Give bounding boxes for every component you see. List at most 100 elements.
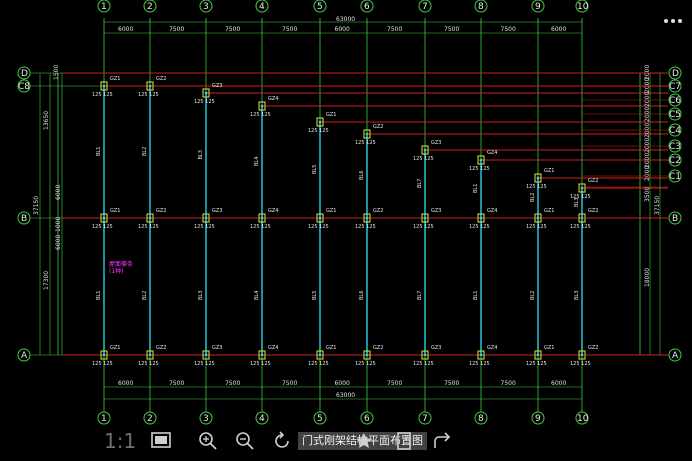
dim-right-8: 3500 [644,187,651,202]
column-dot-6-2 [365,353,369,357]
dim-right-10: 37150 [654,196,661,215]
axis-bubble-right-C1 [668,169,682,183]
dim-bottom-total: 63000 [336,392,355,399]
note-line-2: (1种) [109,267,124,275]
column-dot-3-0 [204,91,208,95]
column-tag-2-2: GZ2 [156,345,166,351]
column-tag-1-1: GZ1 [110,208,120,214]
column-node-8-1 [477,213,485,223]
dim-left-1: 13650 [43,111,50,130]
column-tag-2-0: GZ2 [156,76,166,82]
favorite-button[interactable] [352,430,376,454]
dim-top-8: 6000 [551,26,566,33]
axis-bubble-right-D [668,66,682,80]
column-tag-6-1: GZ2 [373,208,383,214]
section-label-2-0: 125 125 [138,92,159,98]
dim-bottom-0: 6000 [118,380,133,387]
axis-bubble-layer: 1122334455667788991010DC8BADC7C6C5C4C3C2… [17,0,682,425]
dim-left-4: 6000 [55,235,62,250]
axis-label-1-top: 1 [101,2,107,12]
dim-top-2: 7500 [225,26,240,33]
beam-label-upper-3: BL3 [198,150,204,159]
section-label-8-2: 125 125 [469,361,490,367]
section-label-2-2: 125 125 [138,361,159,367]
section-label-7-1: 125 125 [413,224,434,230]
column-tag-8-1: GZ4 [487,208,497,214]
rotate-icon [275,431,289,448]
column-dot-7-2 [423,353,427,357]
axis-bubble-8-top [474,0,488,13]
axis-label-7-bottom: 7 [422,414,428,424]
axis-bubble-9-bottom [531,411,545,425]
section-label-10-0: 125 125 [570,194,591,200]
column-dot-6-0 [365,132,369,136]
column-tag-9-2: GZ1 [544,345,554,351]
column-tag-5-1: GZ1 [326,208,336,214]
axis-label-right-C4: C4 [669,126,681,136]
axis-bubble-right-C5 [668,107,682,121]
axis-bubble-7-top [418,0,432,13]
section-label-6-1: 125 125 [355,224,376,230]
axis-bubble-7-bottom [418,411,432,425]
column-tag-3-2: GZ3 [212,345,222,351]
dim-bottom-3: 7500 [282,380,297,387]
rotate-button[interactable] [270,430,294,454]
axis-bubble-right-C4 [668,123,682,137]
dim-bottom-7: 7500 [501,380,516,387]
column-dot-4-2 [260,353,264,357]
axis-bubble-10-top [575,0,589,13]
axis-bubble-6-bottom [360,411,374,425]
dim-left-3: 1000 [55,217,62,232]
column-tag-6-2: GZ2 [373,345,383,351]
column-node-5-1 [316,213,324,223]
zoom-in-button[interactable] [196,430,220,454]
axis-bubble-5-bottom [313,411,327,425]
axis-bubble-2-bottom [143,411,157,425]
dim-top-7: 7500 [501,26,516,33]
dim-left-6: 37150 [33,196,40,215]
note-line-1: 屋面檩条 [109,260,133,268]
axis-bubble-left-B [17,211,31,225]
column-tag-5-0: GZ1 [326,112,336,118]
axis-bubble-left-D [17,66,31,80]
column-node-2-0 [146,81,154,91]
axis-label-10-top: 10 [577,2,589,12]
column-dot-2-0 [148,84,152,88]
column-layer [100,81,586,360]
axis-bubble-left-C8 [17,79,31,93]
axis-bubble-4-bottom [255,411,269,425]
axis-label-left-C8: C8 [18,82,30,92]
section-label-8-0: 125 125 [469,166,490,172]
column-tag-3-1: GZ3 [212,208,222,214]
zoom-out-button[interactable] [233,430,257,454]
axis-bubble-right-C6 [668,93,682,107]
layout-button[interactable] [392,430,416,454]
axis-label-1-bottom: 1 [101,414,107,424]
axis-label-8-bottom: 8 [478,414,484,424]
zoom-scale: 1:1 [104,429,137,453]
dim-top-total: 63000 [336,16,355,23]
dim-top-1: 7500 [169,26,184,33]
section-label-9-0: 125 125 [526,184,547,190]
dim-bottom-5: 7500 [387,380,402,387]
structural-drawing[interactable]: 63000 6000 7500 7500 7500 6000 7500 7500 7500 600… [0,0,692,428]
share-button[interactable] [430,430,454,454]
more-menu-icon[interactable] [664,8,686,23]
column-dot-4-1 [260,216,264,220]
beam-label-upper-2: BL2 [142,147,148,156]
beam-label-upper-5: BL5 [312,165,318,174]
axis-label-9-bottom: 9 [535,414,541,424]
section-label-4-0: 125 125 [250,112,271,118]
column-tag-1-2: GZ1 [110,345,120,351]
axis-bubble-3-top [199,0,213,13]
column-tag-6-0: GZ2 [373,124,383,130]
axis-label-5-top: 5 [317,2,323,12]
column-tag-10-0: GZ2 [588,178,598,184]
column-dot-9-2 [536,353,540,357]
fit-screen-button[interactable] [148,430,174,454]
axis-label-3-top: 3 [203,2,209,12]
dim-bottom-6: 7500 [444,380,459,387]
axis-bubble-8-bottom [474,411,488,425]
zoom-out-icon [236,432,254,450]
beam-label-lower-2: BL2 [142,291,148,300]
